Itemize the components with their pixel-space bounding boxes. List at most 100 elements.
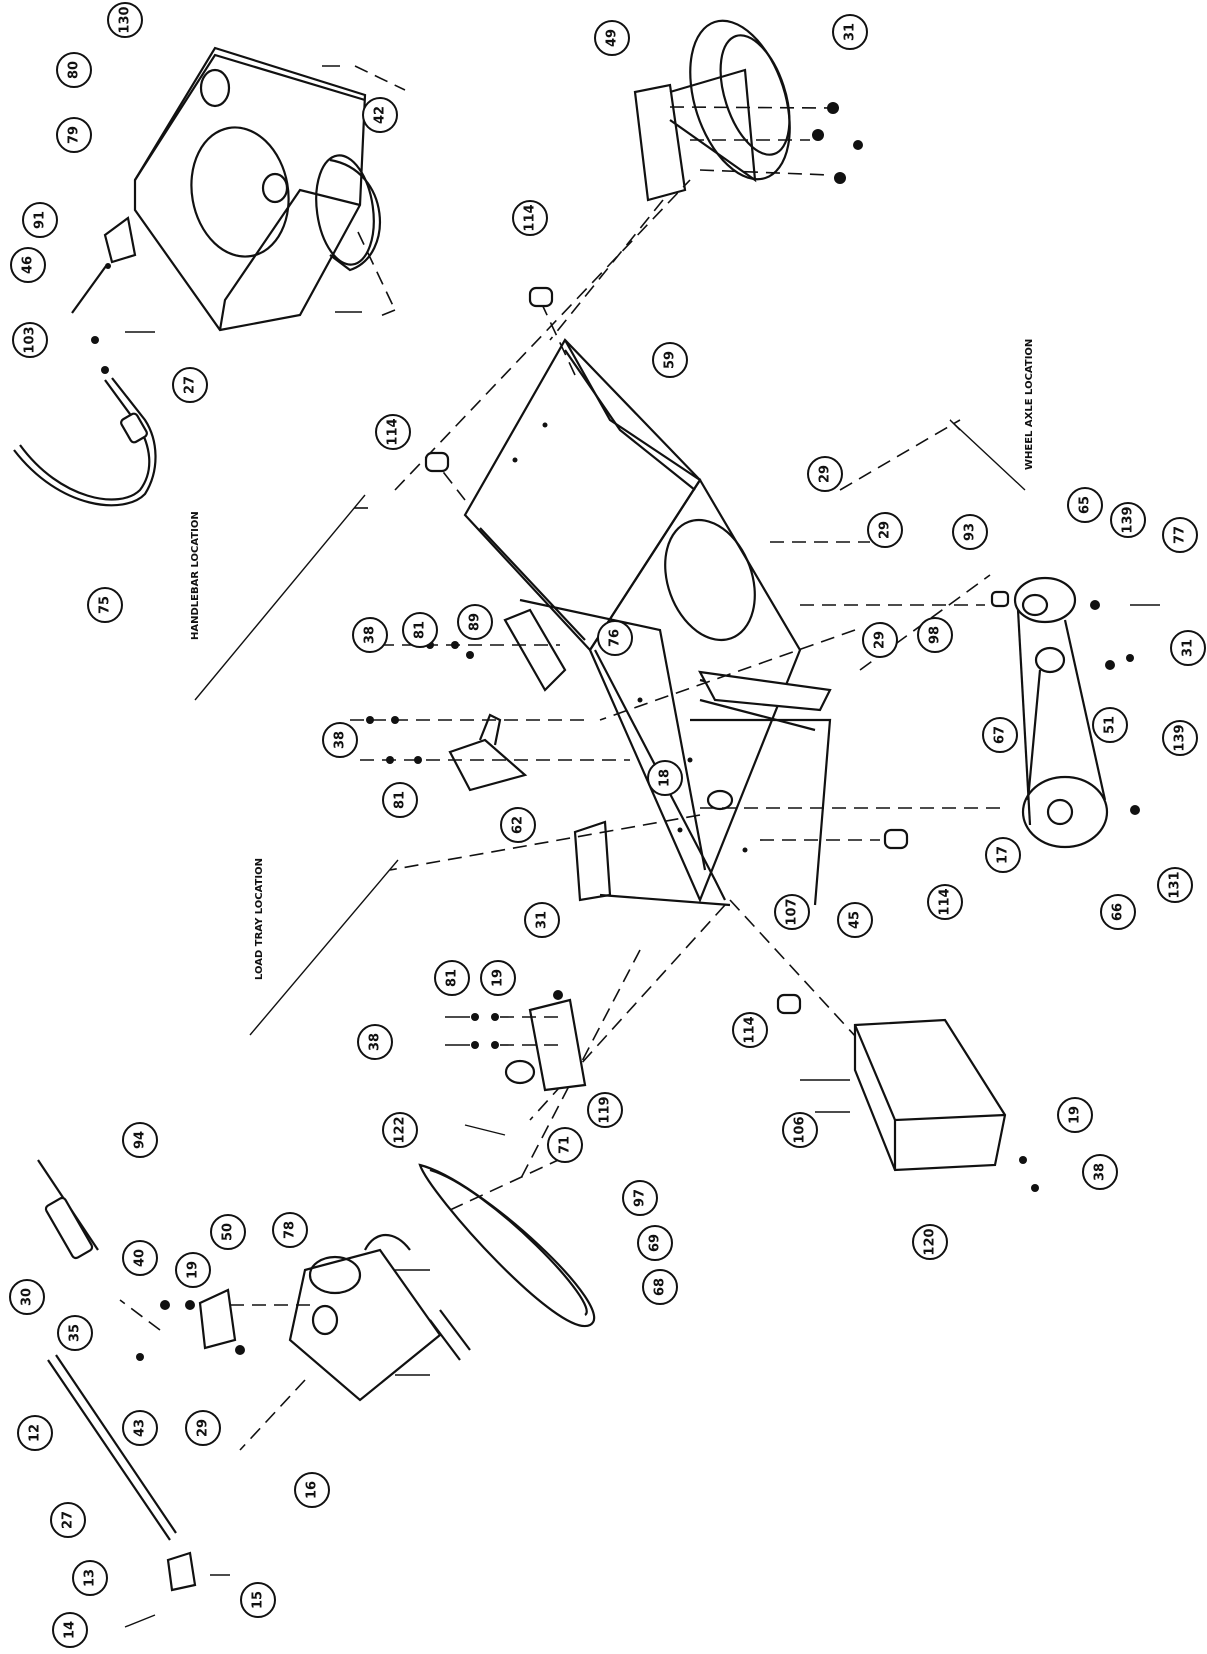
part-callout-29b: 29 [867, 512, 903, 548]
callout-circle [272, 1212, 308, 1248]
callout-number: 131 [1168, 871, 1183, 898]
part-callout-43: 43 [122, 1410, 158, 1446]
part-callout-27a: 27 [172, 367, 208, 403]
callout-number: 67 [993, 726, 1008, 744]
callout-number: 114 [743, 1016, 758, 1043]
callout-number: 35 [68, 1324, 83, 1342]
callout-circle [382, 782, 418, 818]
callout-number: 120 [923, 1228, 938, 1255]
callout-number: 130 [118, 6, 133, 33]
callout-number: 13 [83, 1569, 98, 1587]
callout-circle [122, 1410, 158, 1446]
callout-number: 68 [653, 1278, 668, 1296]
callout-circle [357, 1024, 393, 1060]
part-callout-46: 46 [10, 247, 46, 283]
callout-number: 106 [793, 1116, 808, 1143]
callout-circle [352, 617, 388, 653]
callout-circle [402, 612, 438, 648]
battery-box [800, 1018, 1039, 1192]
callout-number: 81 [445, 969, 460, 987]
part-callout-130: 130 [107, 2, 143, 38]
callout-circle [807, 456, 843, 492]
part-callout-30: 30 [9, 1279, 45, 1315]
part-callout-49: 49 [594, 20, 630, 56]
callout-circle [912, 1224, 948, 1260]
callout-number: 81 [413, 621, 428, 639]
part-callout-77: 77 [1162, 517, 1198, 553]
part-callout-76: 76 [597, 620, 633, 656]
callout-circle [17, 1415, 53, 1451]
wheel-axle-location-label: WHEEL AXLE LOCATION [1024, 339, 1035, 470]
callout-number: 80 [67, 61, 82, 79]
part-callout-66: 66 [1100, 894, 1136, 930]
callout-number: 16 [305, 1481, 320, 1499]
callout-number: 31 [535, 911, 550, 929]
callout-number: 38 [1093, 1163, 1108, 1181]
callout-circle [50, 1502, 86, 1538]
callout-circle [382, 1112, 418, 1148]
callout-circle [210, 1214, 246, 1250]
callout-number: 93 [963, 523, 978, 541]
callout-circle [22, 202, 58, 238]
callout-circle [647, 760, 683, 796]
callout-circle [1092, 707, 1128, 743]
part-callout-31b: 31 [1170, 630, 1206, 666]
callout-circle [10, 247, 46, 283]
part-callout-19b: 19 [1057, 1097, 1093, 1133]
part-callout-35: 35 [57, 1315, 93, 1351]
part-callout-15: 15 [240, 1582, 276, 1618]
callout-number: 38 [368, 1033, 383, 1051]
part-callout-81c: 81 [434, 960, 470, 996]
callout-circle [524, 902, 560, 938]
part-callout-16: 16 [294, 1472, 330, 1508]
motor-assembly [239, 1149, 596, 1451]
main-frame [350, 179, 1000, 1181]
callout-circle [322, 722, 358, 758]
callout-circle [1162, 720, 1198, 756]
part-callout-17: 17 [985, 837, 1021, 873]
part-callout-69: 69 [637, 1225, 673, 1261]
part-callout-81a: 81 [402, 612, 438, 648]
callout-number: 114 [386, 418, 401, 445]
callout-circle [122, 1240, 158, 1276]
callout-number: 29 [818, 465, 833, 483]
part-callout-51: 51 [1092, 707, 1128, 743]
callout-number: 91 [33, 211, 48, 229]
callout-circle [512, 200, 548, 236]
callout-number: 89 [468, 613, 483, 631]
callout-number: 19 [491, 969, 506, 987]
callout-circle [375, 414, 411, 450]
callout-number: 18 [658, 769, 673, 787]
callout-circle [642, 1269, 678, 1305]
callout-number: 42 [373, 106, 388, 124]
callout-number: 30 [20, 1288, 35, 1306]
callout-number: 139 [1173, 724, 1188, 751]
callout-number: 77 [1173, 526, 1188, 544]
callout-number: 29 [873, 631, 888, 649]
callout-circle [294, 1472, 330, 1508]
part-callout-38b: 38 [322, 722, 358, 758]
callout-number: 119 [598, 1096, 613, 1123]
part-callout-42: 42 [362, 97, 398, 133]
part-callout-139b: 139 [1162, 720, 1198, 756]
callout-circle [1057, 1097, 1093, 1133]
callout-number: 114 [523, 204, 538, 231]
callout-number: 107 [785, 898, 800, 925]
callout-circle [1162, 517, 1198, 553]
callout-circle [434, 960, 470, 996]
callout-number: 66 [1111, 903, 1126, 921]
callout-number: 19 [186, 1261, 201, 1279]
callout-number: 12 [28, 1424, 43, 1442]
callout-circle [175, 1252, 211, 1288]
part-callout-119: 119 [587, 1092, 623, 1128]
callout-circle [1067, 487, 1103, 523]
callout-circle [457, 604, 493, 640]
part-callout-27b: 27 [50, 1502, 86, 1538]
part-callout-13: 13 [72, 1560, 108, 1596]
part-callout-38c: 38 [357, 1024, 393, 1060]
part-callout-79: 79 [56, 117, 92, 153]
callout-number: 81 [393, 791, 408, 809]
part-callout-38a: 38 [352, 617, 388, 653]
